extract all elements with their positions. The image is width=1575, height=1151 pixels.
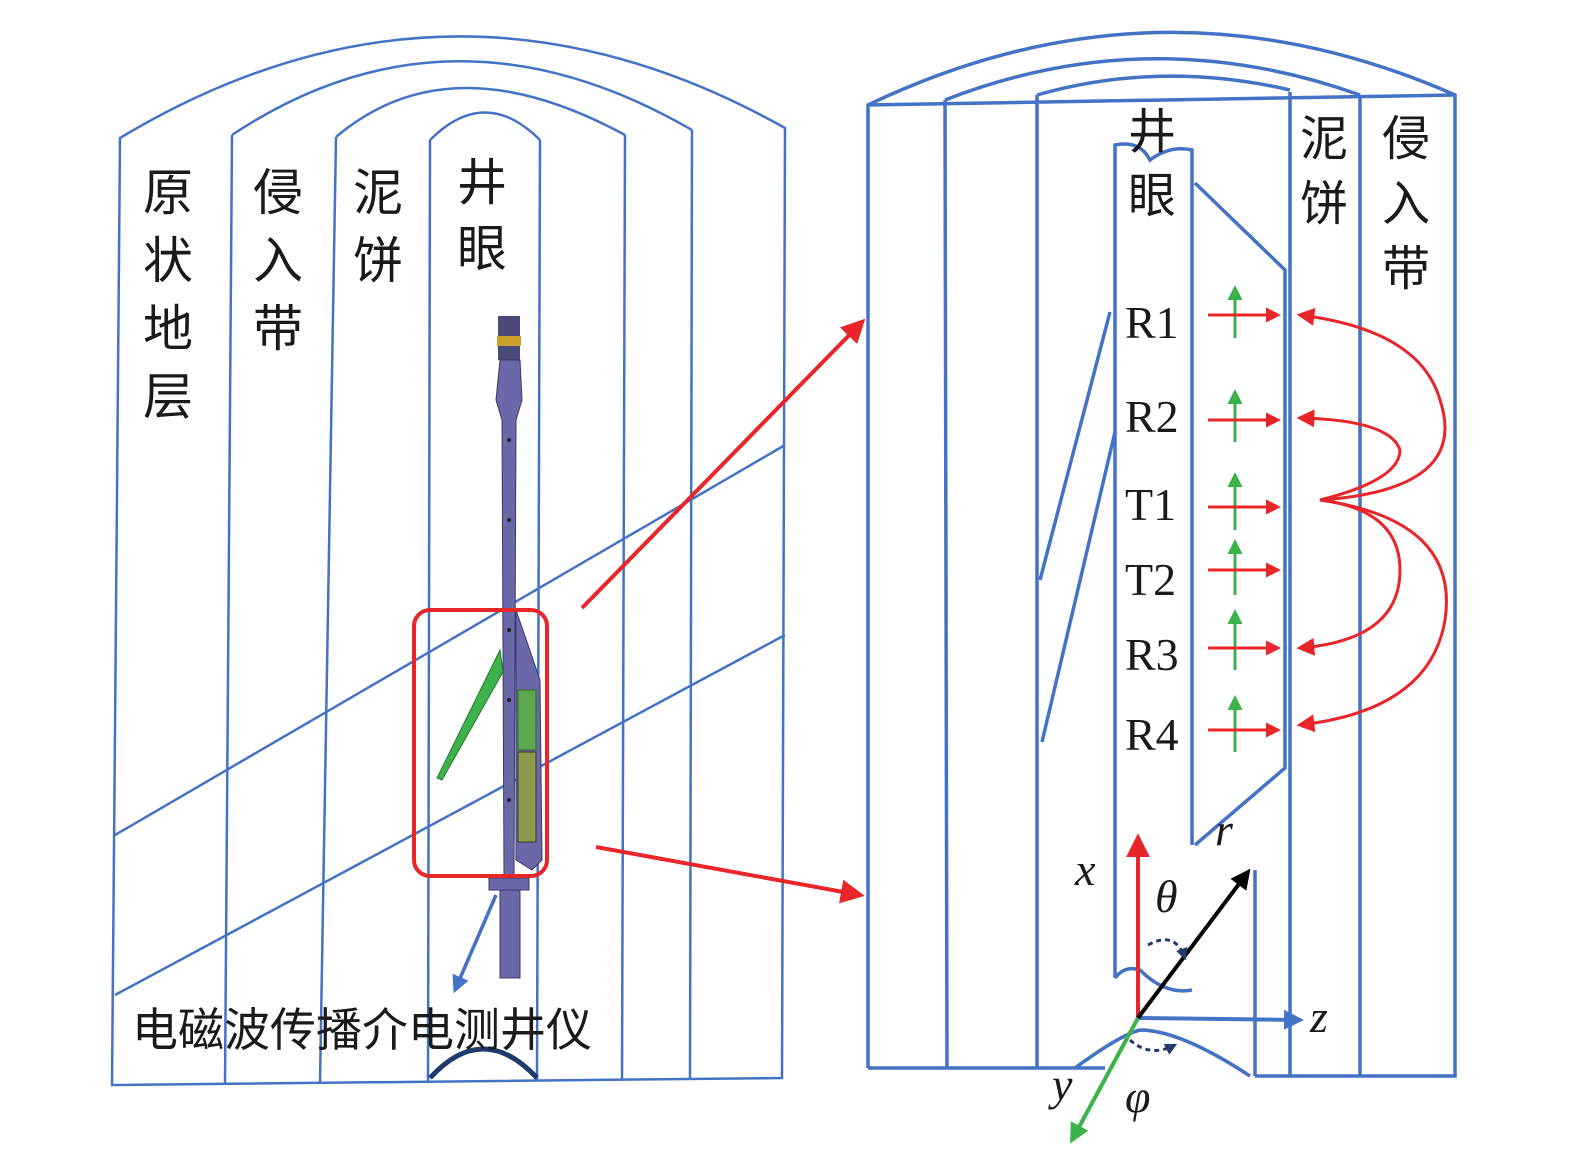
tool-pointer-arrow bbox=[452, 894, 498, 994]
highlight-box bbox=[412, 608, 549, 878]
angle-phi-label: φ bbox=[1125, 1071, 1150, 1122]
left-boundary-1 bbox=[223, 134, 234, 1084]
antenna-label-r1: R1 bbox=[1125, 297, 1179, 348]
antenna-label-t2: T2 bbox=[1125, 554, 1176, 605]
axis-y-label: y bbox=[1048, 1059, 1073, 1110]
right-top-edge bbox=[867, 93, 1456, 107]
label-invaded-left-char-3: 带 bbox=[253, 300, 303, 358]
tool-dot-1 bbox=[507, 438, 511, 442]
label-formation-char-3: 地 bbox=[143, 300, 193, 358]
tool-dot-4 bbox=[507, 698, 511, 702]
left-outer-shell bbox=[110, 35, 787, 1087]
tool-caliper-arm bbox=[436, 648, 504, 781]
antenna-r2 bbox=[1208, 389, 1281, 442]
label-mudcake-left: 泥 饼 bbox=[353, 164, 403, 290]
label-mudcake-right-char-1: 泥 bbox=[1300, 111, 1348, 167]
label-invaded-left-char-1: 侵 bbox=[253, 164, 303, 222]
axis-z bbox=[1137, 1009, 1304, 1030]
zoom-arrow-bottom bbox=[595, 845, 865, 904]
label-invaded-left-char-2: 入 bbox=[253, 232, 303, 290]
bed-trace-1 bbox=[1038, 311, 1112, 581]
tool-tail bbox=[499, 889, 521, 979]
label-invaded-right: 侵 入 带 bbox=[1382, 111, 1430, 297]
left-panel: 原 状 地 层 侵 入 带 泥 饼 井 眼 bbox=[110, 35, 787, 1087]
tool-dot-3 bbox=[507, 628, 511, 632]
left-arc-2 bbox=[335, 86, 626, 138]
left-arc-3 bbox=[429, 111, 541, 141]
label-invaded-right-char-1: 侵 bbox=[1382, 111, 1430, 167]
antenna-label-r3: R3 bbox=[1125, 629, 1179, 680]
label-borehole-right-char-1: 井 bbox=[1128, 104, 1176, 160]
antenna-t2 bbox=[1208, 539, 1281, 595]
label-mudcake-right-char-2: 饼 bbox=[1300, 176, 1348, 232]
antenna-r4 bbox=[1208, 695, 1281, 752]
label-formation-char-4: 层 bbox=[143, 368, 193, 426]
left-bottom-arc bbox=[428, 1046, 539, 1080]
axis-r-label: r bbox=[1215, 804, 1234, 855]
label-mudcake-left-char-2: 饼 bbox=[353, 232, 403, 290]
dip-line-2 bbox=[114, 633, 786, 997]
antenna-label-r4: R4 bbox=[1125, 709, 1179, 760]
tool-pad-electronics bbox=[517, 751, 537, 843]
antenna-t1 bbox=[1208, 472, 1281, 530]
tool-pad-green bbox=[517, 689, 537, 751]
logging-tool bbox=[436, 316, 543, 979]
label-invaded-right-char-3: 带 bbox=[1382, 241, 1430, 297]
axis-z-label: z bbox=[1309, 991, 1328, 1042]
label-borehole-right: 井 眼 bbox=[1128, 104, 1176, 224]
axis-y bbox=[1070, 1017, 1140, 1144]
wave-path-t1-r3 bbox=[1296, 498, 1402, 656]
tool-caption: 电磁波传播介电测井仪 bbox=[132, 1003, 592, 1057]
antenna-r3 bbox=[1208, 609, 1281, 670]
axis-r bbox=[1136, 868, 1251, 1020]
label-formation-char-1: 原 bbox=[143, 164, 193, 222]
right-arc-2 bbox=[1036, 74, 1291, 97]
zoom-arrow-top bbox=[580, 318, 866, 610]
label-invaded-left: 侵 入 带 bbox=[253, 164, 303, 358]
angle-theta-label: θ bbox=[1155, 871, 1178, 922]
dip-line-1 bbox=[114, 443, 786, 837]
borehole-bottom bbox=[1113, 966, 1193, 993]
wave-path-t1-r2 bbox=[1296, 409, 1402, 502]
axis-x-label: x bbox=[1074, 844, 1096, 895]
right-boundary-1 bbox=[943, 99, 949, 1069]
left-arc-1 bbox=[231, 60, 693, 137]
wave-path-t1-r1 bbox=[1296, 307, 1447, 502]
tool-collar bbox=[488, 877, 530, 891]
antenna-label-t1: T1 bbox=[1125, 479, 1176, 530]
left-boundary-6 bbox=[688, 129, 694, 1081]
antenna-label-r2: R2 bbox=[1125, 391, 1179, 442]
label-borehole-left-char-1: 井 bbox=[457, 154, 507, 212]
label-borehole-left-char-2: 眼 bbox=[457, 220, 507, 278]
wave-path-t1-r4 bbox=[1296, 498, 1448, 733]
tool-head-bottom bbox=[498, 346, 520, 360]
label-borehole-right-char-2: 眼 bbox=[1128, 168, 1176, 224]
tool-head-band bbox=[497, 336, 521, 346]
tool-dot-2 bbox=[507, 518, 511, 522]
left-boundary-5 bbox=[620, 134, 627, 1081]
angle-theta-arc bbox=[1147, 938, 1188, 961]
angle-phi-arc bbox=[1128, 1038, 1178, 1055]
right-panel: 井 眼 泥 饼 侵 入 带 R1 R2 T1 T2 R3 R4 bbox=[866, 30, 1457, 1144]
mudcake-wedge bbox=[1193, 181, 1287, 847]
right-arc-1 bbox=[944, 56, 1361, 102]
coordinate-system: x z y r θ φ bbox=[1048, 804, 1328, 1144]
label-invaded-right-char-2: 入 bbox=[1382, 176, 1430, 232]
label-formation: 原 状 地 层 bbox=[143, 164, 193, 426]
borehole-left-wall bbox=[1113, 142, 1194, 978]
label-mudcake-left-char-1: 泥 bbox=[353, 164, 403, 222]
left-boundary-2 bbox=[318, 136, 338, 1084]
tool-head-top bbox=[498, 316, 520, 336]
bed-trace-2 bbox=[1040, 431, 1117, 743]
antenna-r1 bbox=[1208, 285, 1281, 338]
label-borehole-left: 井 眼 bbox=[457, 154, 507, 278]
label-formation-char-2: 状 bbox=[143, 232, 193, 290]
bottom-cut-curve bbox=[1073, 1028, 1251, 1078]
right-outer-shell bbox=[866, 30, 1457, 1078]
tool-dot-5 bbox=[507, 798, 511, 802]
label-mudcake-right: 泥 饼 bbox=[1300, 111, 1348, 232]
